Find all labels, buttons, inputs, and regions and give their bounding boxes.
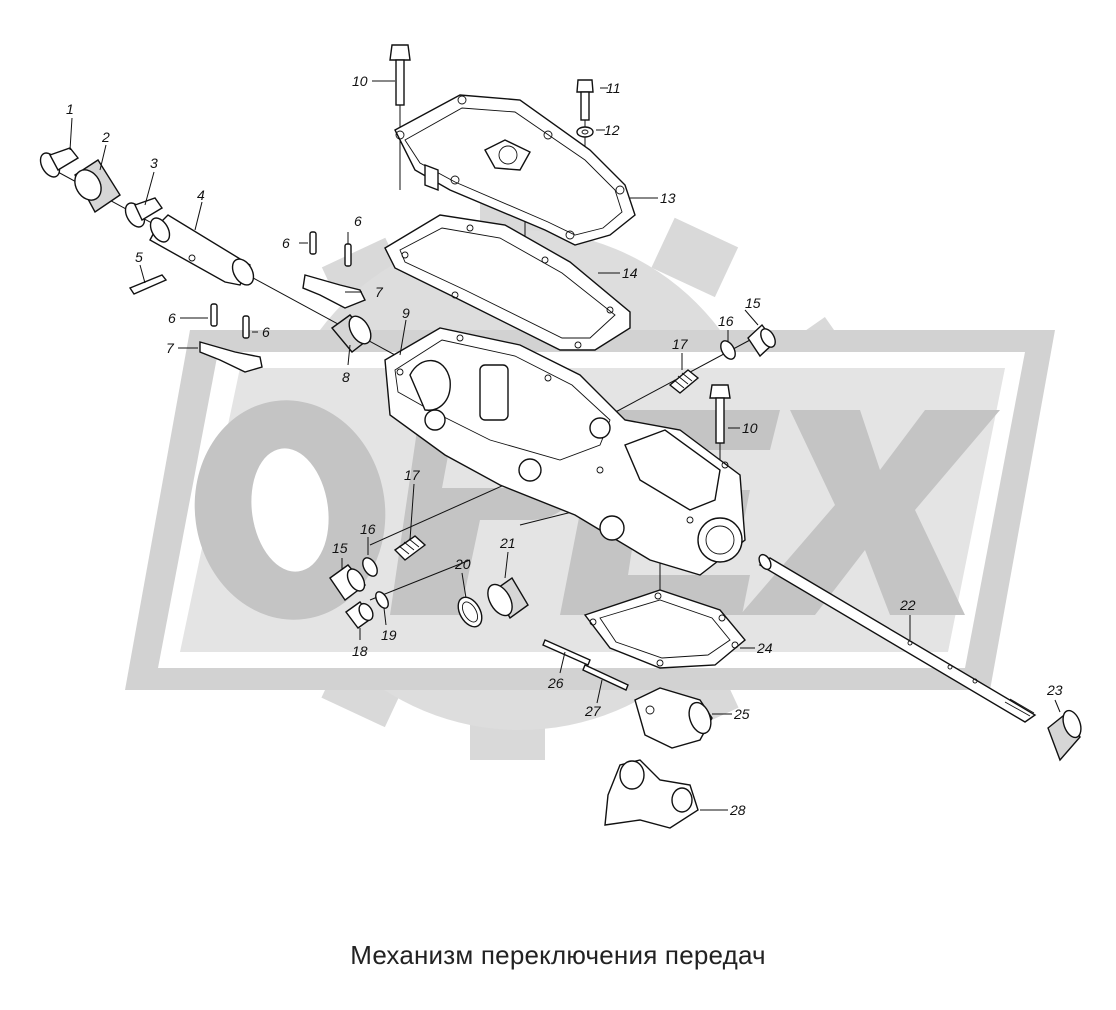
callout-16b: 16 bbox=[360, 521, 376, 537]
callout-7a: 7 bbox=[166, 340, 175, 356]
callout-9: 9 bbox=[402, 305, 410, 321]
callout-3: 3 bbox=[150, 155, 158, 171]
lower-detent-assembly bbox=[329, 535, 427, 601]
shaft-bushing bbox=[74, 159, 121, 214]
callout-28: 28 bbox=[729, 802, 746, 818]
callout-24: 24 bbox=[756, 640, 773, 656]
callout-5: 5 bbox=[135, 249, 143, 265]
lever-bracket bbox=[604, 759, 699, 829]
callout-17a: 17 bbox=[672, 336, 689, 352]
shift-rod bbox=[758, 553, 1037, 723]
callout-15a: 15 bbox=[745, 295, 761, 311]
selector-housing bbox=[384, 327, 746, 576]
bolts bbox=[389, 44, 731, 444]
rod-bushing bbox=[1047, 709, 1082, 762]
callout-6b: 6 bbox=[354, 213, 362, 229]
callout-16a: 16 bbox=[718, 313, 734, 329]
callout-6d: 6 bbox=[262, 324, 270, 340]
callout-8: 8 bbox=[342, 369, 350, 385]
callout-7b: 7 bbox=[375, 284, 384, 300]
callout-20: 20 bbox=[454, 556, 471, 572]
diagram-caption: Механизм переключения передач bbox=[350, 940, 766, 970]
callout-19: 19 bbox=[381, 627, 397, 643]
callout-1: 1 bbox=[66, 101, 74, 117]
selector-shaft bbox=[149, 214, 255, 286]
lock-washers bbox=[39, 147, 164, 228]
cover-gasket bbox=[384, 214, 631, 351]
callout-12: 12 bbox=[604, 122, 620, 138]
drain-plug bbox=[345, 591, 389, 629]
callout-26: 26 bbox=[547, 675, 564, 691]
pins-and-plates bbox=[199, 231, 366, 373]
shift-lever-head bbox=[634, 687, 713, 749]
leader-lines bbox=[69, 80, 1061, 811]
callout-2: 2 bbox=[101, 129, 110, 145]
callout-6c: 6 bbox=[168, 310, 176, 326]
shaft-pin bbox=[128, 274, 168, 295]
callout-11: 11 bbox=[606, 80, 621, 96]
callout-15b: 15 bbox=[332, 540, 348, 556]
callout-27: 27 bbox=[584, 703, 602, 719]
callout-6a: 6 bbox=[282, 235, 290, 251]
callout-25: 25 bbox=[733, 706, 750, 722]
callout-10b: 10 bbox=[742, 420, 758, 436]
needle-bearing bbox=[330, 314, 372, 353]
callout-4: 4 bbox=[197, 187, 205, 203]
bottom-gasket bbox=[583, 589, 746, 669]
callout-21: 21 bbox=[499, 535, 516, 551]
callout-13: 13 bbox=[660, 190, 676, 206]
callout-18: 18 bbox=[352, 643, 368, 659]
top-cover bbox=[394, 94, 636, 246]
lever-pins bbox=[542, 639, 629, 691]
snap-ring-and-cap bbox=[457, 576, 529, 628]
small-washer bbox=[576, 126, 594, 138]
callout-17b: 17 bbox=[404, 467, 421, 483]
callout-14: 14 bbox=[622, 265, 638, 281]
upper-detent-assembly bbox=[668, 323, 776, 394]
callout-22: 22 bbox=[899, 597, 916, 613]
callout-23: 23 bbox=[1046, 682, 1063, 698]
callout-10a: 10 bbox=[352, 73, 368, 89]
callout-labels: 1 2 3 4 5 6 6 6 6 7 7 8 9 10 10 11 12 13… bbox=[66, 73, 1063, 818]
